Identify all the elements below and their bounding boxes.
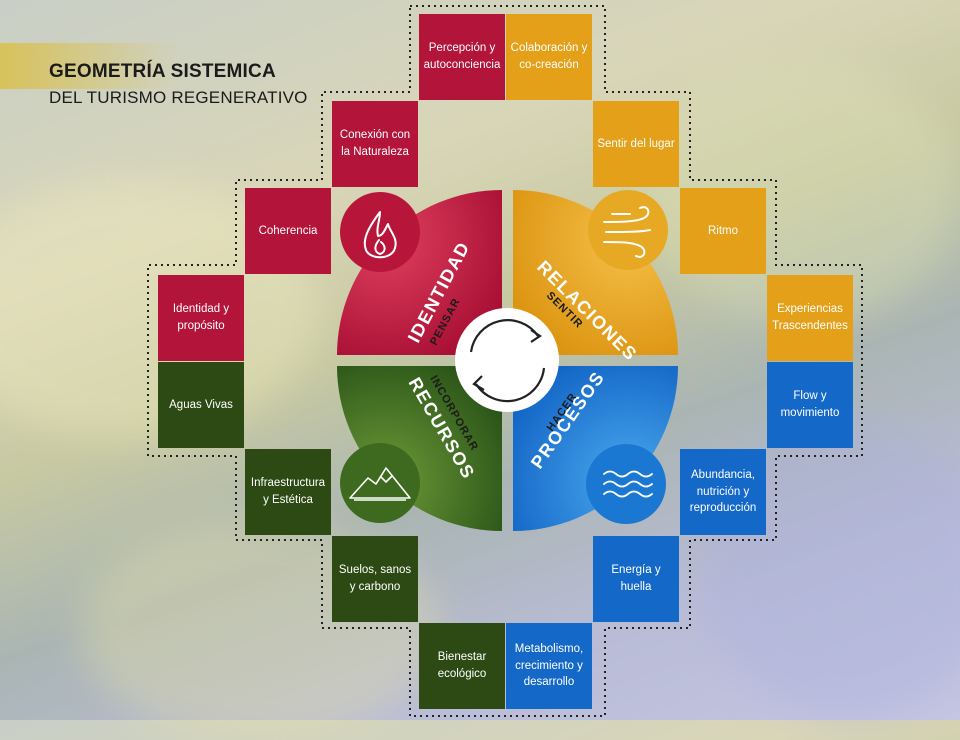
- wind-icon: [603, 206, 651, 258]
- box-aguas: Aguas Vivas: [158, 362, 244, 448]
- segment-identidad: [337, 190, 502, 355]
- box-sentir-lugar: Sentir del lugar: [593, 101, 679, 187]
- segment-relaciones: [513, 190, 678, 355]
- waves-icon-bg: [586, 444, 666, 524]
- box-colaboracion: Colaboración y co-creación: [506, 14, 592, 100]
- dotted-outline: [147, 5, 863, 717]
- box-abundancia: Abundancia, nutrición y reproducción: [680, 449, 766, 535]
- flame-icon-bg: [340, 192, 420, 272]
- page-title: GEOMETRÍA SISTEMICA: [49, 61, 276, 82]
- segment-procesos: [513, 366, 678, 531]
- page-subtitle: DEL TURISMO REGENERATIVO: [49, 88, 308, 107]
- box-experiencias: Experiencias Trascendentes: [767, 275, 853, 361]
- title-accent-bar: [0, 43, 180, 89]
- cycle-arrows-icon: [469, 319, 546, 403]
- box-coherencia: Coherencia: [245, 188, 331, 274]
- wheel: [337, 190, 678, 531]
- box-conexion: Conexión con la Naturaleza: [332, 101, 418, 187]
- segment-recursos: [337, 366, 502, 531]
- box-metabolismo: Metabolismo, crecimiento y desarrollo: [506, 623, 592, 709]
- box-identidad-proposito: Identidad y propósito: [158, 275, 244, 361]
- box-energia: Energía y huella: [593, 536, 679, 622]
- box-infraestructura: Infraestructura y Estética: [245, 449, 331, 535]
- center-circle: [455, 308, 559, 412]
- waves-icon: [603, 470, 653, 498]
- flame-icon: [363, 211, 397, 259]
- wind-icon-bg: [588, 190, 668, 270]
- box-percepcion: Percepción y autoconciencia: [419, 14, 505, 100]
- box-suelos: Suelos, sanos y carbono: [332, 536, 418, 622]
- box-flow: Flow y movimiento: [767, 362, 853, 448]
- box-bienestar: Bienestar ecológico: [419, 623, 505, 709]
- box-ritmo: Ritmo: [680, 188, 766, 274]
- mountain-icon: [349, 467, 411, 501]
- mountain-icon-bg: [340, 443, 420, 523]
- systemic-geometry-diagram: IDENTIDAD PENSAR RELACIONES SENTIR RECUR…: [147, 5, 863, 717]
